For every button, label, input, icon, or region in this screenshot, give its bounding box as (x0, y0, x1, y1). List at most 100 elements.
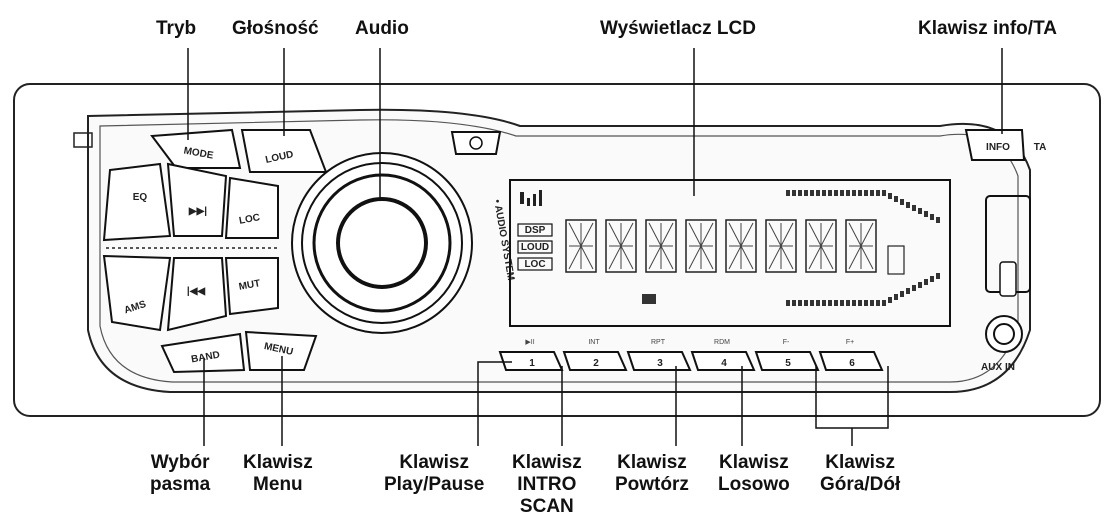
lcd-level-bar (786, 300, 790, 306)
aux-in-label: AUX IN (981, 362, 1015, 373)
lcd-level-bar (918, 208, 922, 214)
lcd-tag-loud: LOUD (517, 240, 553, 254)
lcd-level-bar (810, 300, 814, 306)
lcd-level-bar (828, 300, 832, 306)
preset-button-4[interactable]: 4 RDM (690, 339, 756, 371)
power-button[interactable] (450, 131, 502, 155)
lcd-level-bar (876, 190, 880, 196)
preset-button-number: 1 (529, 358, 535, 369)
preset-button-number: 5 (785, 358, 791, 369)
lcd-level-bar (858, 190, 862, 196)
lcd-level-bar (900, 199, 904, 205)
lcd-level-bar (846, 300, 850, 306)
info-button[interactable]: INFO (964, 129, 1026, 161)
lcd-level-bar (906, 288, 910, 294)
lcd-digit-segments (608, 222, 634, 270)
band-button-label: BAND (190, 350, 220, 366)
lcd-level-bar (816, 190, 820, 196)
preset-button-number: 2 (593, 358, 599, 369)
callout-info-ta: Klawisz info/TA (918, 18, 1057, 39)
lcd-digit (845, 219, 877, 273)
aux-in-jack[interactable] (985, 315, 1023, 353)
lcd-level-bar (936, 273, 940, 279)
eq-button[interactable]: EQ (102, 162, 172, 242)
preset-button-6[interactable]: 6 F+ (818, 339, 884, 371)
svg-text:DSP: DSP (525, 225, 546, 236)
loc-button[interactable]: LOC (224, 176, 279, 239)
lcd-level-bar (870, 300, 874, 306)
leader-lines (187, 48, 1003, 446)
faceplate-inner (99, 119, 1019, 383)
svg-text:LOC: LOC (524, 259, 545, 270)
loc-button-label: LOC (238, 212, 261, 226)
lcd-level-bar (882, 190, 886, 196)
disc-icon (642, 294, 656, 304)
preset-button-5[interactable]: 5F- (754, 339, 820, 371)
mode-button-label: MODE (183, 146, 215, 162)
preset-button-number: 6 (849, 358, 855, 369)
lcd-level-bar (864, 190, 868, 196)
lcd-digit (685, 219, 717, 273)
preset-button-number: 4 (721, 358, 727, 369)
volume-knob[interactable] (291, 152, 473, 334)
lcd-level-bar (852, 190, 856, 196)
eq-button-label: EQ (133, 192, 148, 203)
loud-button[interactable]: LOUD (240, 129, 328, 173)
lcd-level-bar (858, 300, 862, 306)
mode-button[interactable]: MODE (150, 128, 242, 169)
lcd-level-bar (882, 300, 886, 306)
lcd-level-bar (810, 190, 814, 196)
ams-button[interactable]: AMS (102, 254, 172, 332)
lcd-level-bar (852, 300, 856, 306)
lcd-level-bar (804, 300, 808, 306)
lcd-level-bar (930, 276, 934, 282)
preset-function-label: RPT (651, 339, 666, 346)
lcd-level-bar (912, 285, 916, 291)
lcd-digit (725, 219, 757, 273)
lcd-level-bar (816, 300, 820, 306)
next-track-button[interactable]: ▶▶| (166, 162, 228, 237)
callout-lcd: Wyświetlacz LCD (600, 18, 756, 39)
lcd-tag-dsp: DSP (517, 223, 553, 237)
callout-glosnosc: Głośność (232, 18, 319, 39)
lcd-level-bar (792, 300, 796, 306)
logo-icon (73, 132, 93, 148)
lcd-level-bar (924, 279, 928, 285)
ta-label: TA (1034, 142, 1047, 153)
lcd-level-bar (840, 190, 844, 196)
lcd-digit (805, 219, 837, 273)
lcd-digit (565, 219, 597, 273)
preset-function-label: F+ (846, 339, 854, 346)
lcd-level-bars (786, 190, 940, 306)
lcd-display: DSP LOUD LOC (509, 179, 951, 327)
lcd-digit-segments (648, 222, 674, 270)
lcd-level-bar (834, 300, 838, 306)
info-button-label: INFO (986, 142, 1010, 153)
lcd-digit-segments (568, 222, 594, 270)
lcd-level-bar (840, 300, 844, 306)
preset-function-label: RDM (714, 339, 730, 346)
lcd-level-bar (822, 300, 826, 306)
lcd-level-bar (918, 282, 922, 288)
lcd-level-bar (900, 291, 904, 297)
lcd-level-bar (798, 300, 802, 306)
lcd-tag-loc: LOC (517, 257, 553, 271)
menu-button[interactable]: MENU (244, 330, 318, 371)
lcd-level-bar (828, 190, 832, 196)
prev-track-button[interactable]: |◀◀ (166, 257, 228, 332)
mute-button[interactable]: MUT (224, 257, 279, 316)
lcd-digit-segments (728, 222, 754, 270)
band-button[interactable]: BAND (160, 332, 246, 374)
eject-handle[interactable] (999, 261, 1017, 297)
lcd-level-bar (822, 190, 826, 196)
svg-text:LOUD: LOUD (521, 242, 549, 253)
lcd-digit-segments (848, 222, 874, 270)
callout-tryb: Tryb (156, 18, 197, 39)
